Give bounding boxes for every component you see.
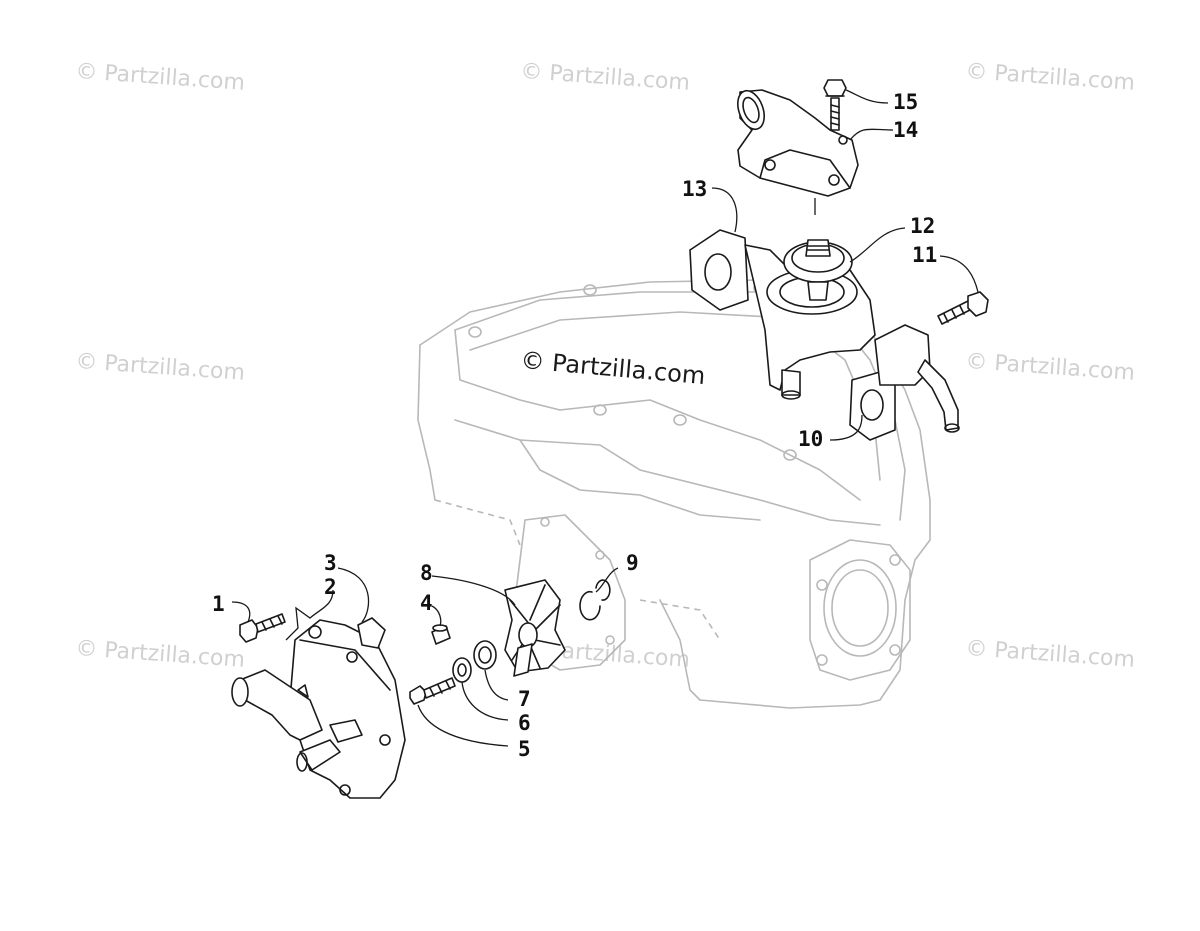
part-5-bolt	[409, 677, 456, 705]
part-1-bolt	[239, 613, 286, 643]
part-7-seal	[473, 640, 497, 670]
part-10-outlet-fitting	[849, 324, 960, 441]
callout-11: 11	[912, 243, 937, 267]
callout-12: 12	[910, 214, 935, 238]
callouts: 1 2 3 4 5 6 7 8 9 10 11 12 13 14 15	[212, 90, 937, 761]
callout-9: 9	[626, 551, 639, 575]
watermark-top-right: © Partzilla.com	[965, 59, 1136, 96]
callout-8: 8	[420, 561, 433, 585]
callout-5: 5	[518, 737, 531, 761]
part-14-housing-cover	[737, 89, 859, 197]
watermark-mid-left: © Partzilla.com	[75, 349, 246, 386]
callout-3: 3	[324, 551, 337, 575]
callout-13: 13	[682, 177, 707, 201]
part-15-bolt	[823, 79, 847, 131]
callout-6: 6	[518, 711, 531, 735]
part-11-bolt	[937, 291, 989, 325]
callout-14: 14	[893, 118, 918, 142]
part-12-thermostat	[783, 239, 853, 301]
leader-lines	[231, 89, 979, 747]
part-3-pump-cover	[231, 617, 406, 799]
part-9-snap-ring	[579, 579, 611, 621]
part-4-dowel-pin	[431, 624, 451, 645]
part-8-impeller	[504, 579, 566, 677]
callout-15: 15	[893, 90, 918, 114]
callout-10: 10	[798, 427, 823, 451]
callout-2: 2	[324, 575, 337, 599]
watermark-mid-right: © Partzilla.com	[965, 349, 1136, 386]
part-6-washer	[452, 657, 472, 683]
watermark-low-right: © Partzilla.com	[965, 636, 1136, 673]
callout-4: 4	[420, 591, 433, 615]
watermark-low-left: © Partzilla.com	[75, 636, 246, 673]
watermark-center: © Partzilla.com	[519, 346, 706, 390]
callout-7: 7	[518, 687, 531, 711]
watermark-top-center: © Partzilla.com	[520, 59, 691, 96]
watermark-top-left: © Partzilla.com	[75, 59, 246, 96]
callout-1: 1	[212, 592, 225, 616]
